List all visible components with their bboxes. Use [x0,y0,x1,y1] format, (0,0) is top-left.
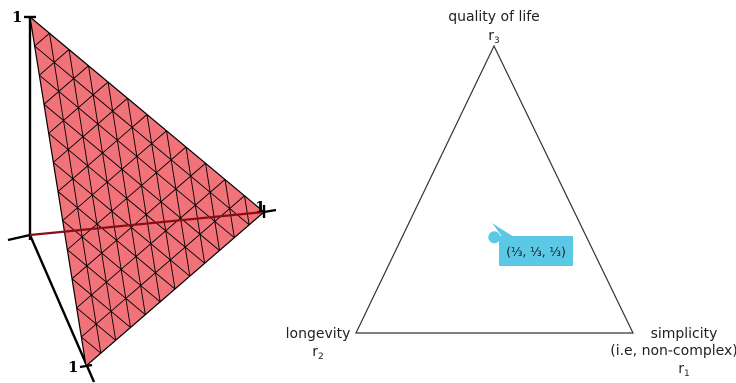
mesh-line [244,195,250,225]
mesh-line [43,65,89,105]
mesh-line [81,336,102,354]
vertex-left-label: longevity [286,326,351,342]
mesh-line [62,130,167,221]
mesh-line [34,32,50,47]
vertex-top-label: quality of life [448,9,540,25]
vertex-left-variable: r2 [312,344,324,362]
ternary-diagram: quality of life r3 longevity r2 simplici… [286,9,736,379]
mesh-line [88,65,131,328]
mesh-line [68,49,117,341]
centroid-point [488,231,501,244]
mesh-line [205,163,220,251]
mesh-line [49,33,102,354]
horizontal-axis-left [7,233,31,242]
vertex-right-label: simplicity [651,326,718,342]
callout-label: (⅓, ⅓, ⅓) [506,245,566,259]
axis-label-bottom: 1 [68,358,78,376]
mesh-line [76,179,226,309]
tick-bottom [79,363,93,369]
mesh-line [43,103,220,251]
simplex-mesh [34,32,250,354]
vertex-right-variable: r1 [678,361,690,379]
mesh-line [71,162,206,280]
mesh-line [48,132,205,264]
vertex-top-variable: r3 [488,28,500,46]
callout-box [499,236,573,266]
ternary-triangle [355,44,634,334]
vertex-right-label-2: (i.e, non-complex) [610,343,736,359]
mesh-line [53,162,191,277]
mesh-line [166,130,191,277]
mesh-line [62,220,161,303]
mesh-line [34,45,250,226]
mesh-line [127,98,161,302]
horizontal-axis-through [29,210,265,237]
simplex-3d: 1 1 1 [7,8,277,383]
horizontal-axis-right [263,208,277,214]
mesh-line [39,74,235,239]
axis-label-right: 1 [255,198,265,216]
axis-label-top: 1 [12,8,22,26]
mesh-line [81,195,245,338]
mesh-line [71,278,131,328]
depth-axis [28,234,96,383]
mesh-line [53,97,128,163]
